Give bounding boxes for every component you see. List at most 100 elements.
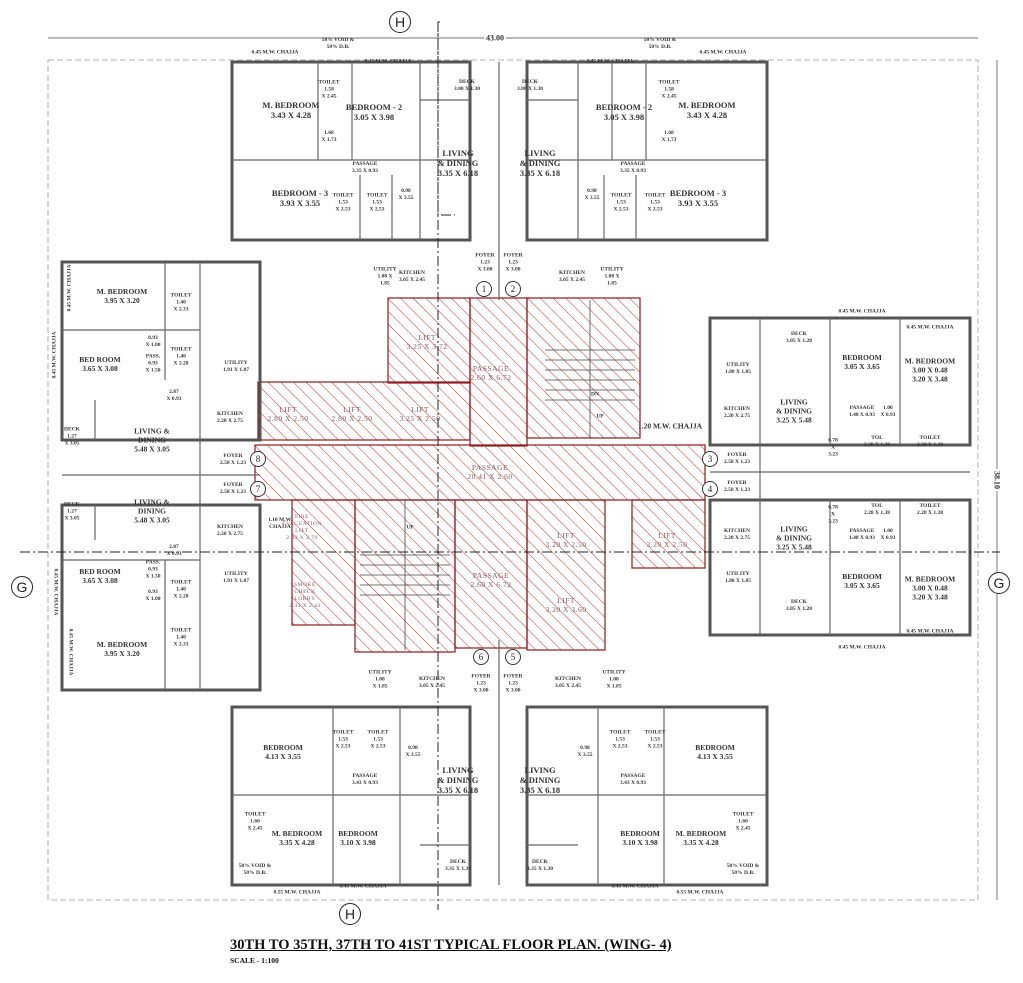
room-label-line: X 2.45	[247, 825, 263, 832]
room-label: 0.45 M.W. CHAJJA	[251, 50, 298, 57]
room-label: 0.45 M.W. CHAJJA	[67, 264, 74, 311]
room-label-line: X	[831, 444, 835, 451]
room-label-line: DECK	[64, 501, 80, 508]
room-label-line: 1.23	[508, 259, 518, 266]
room-label-line: 1.48 X 0.93	[849, 412, 875, 418]
room-label-line: 1.85	[380, 280, 390, 287]
room-label-line: X 2.28	[173, 593, 189, 600]
room-label-line: 50% D.B.	[243, 870, 267, 876]
room-label: 0.45 M.W. CHAJJA	[52, 568, 59, 615]
room-label-line: 3.35 X 0.93	[352, 168, 378, 174]
room-label-line: SMOKE	[294, 582, 316, 588]
room-label-line: 2.28 X 1.38	[864, 510, 890, 516]
room-label-line: 0.55 M.W. CHAJJA	[273, 889, 321, 896]
room-label-line: TOILET	[318, 79, 340, 86]
room-label-line: DECK	[791, 331, 807, 337]
room-label-line: DINING	[138, 506, 166, 516]
room-label-line: TOILET	[367, 729, 389, 736]
unit-number-3: 3	[702, 451, 718, 467]
room-label-line: 2.43 X 2.43	[289, 603, 321, 609]
room-label-line: KITCHEN	[559, 270, 585, 276]
room-label-line: 0.45 M.W. CHAJJA	[586, 58, 634, 65]
room-label-line: & DINING	[775, 406, 813, 416]
unit-number-2: 2	[505, 281, 521, 297]
room-label-line: 3.35 X 1.30	[527, 866, 553, 872]
room-label-line: PASSAGE	[620, 161, 646, 167]
room-label-line: 50% VOID &	[321, 37, 355, 43]
room-label: DN	[591, 392, 599, 399]
room-label-line: X 3.00	[505, 266, 521, 273]
room-label-line: BEDROOM - 3	[271, 188, 329, 198]
room-label-line: FOYER	[727, 480, 747, 486]
room-label-line: 3.05 X 2.45	[555, 683, 581, 689]
room-label-line: 3.35 X 6.18	[437, 168, 479, 178]
room-label-line: 3.35 X 4.28	[279, 838, 315, 847]
room-label-line: TOILET	[170, 579, 192, 586]
room-label-line: TOILET	[919, 503, 941, 509]
room-label: 0.45 M.W. CHAJJA	[67, 628, 74, 675]
room-label-line: X 3.00	[473, 687, 489, 694]
room-label-line: 1.40	[176, 299, 186, 306]
room-label-line: 3.05 X 2.45	[399, 277, 425, 283]
room-label-line: X 1.00	[145, 342, 161, 348]
room-label-line: 3.00 X 1.30	[517, 86, 543, 92]
room-label-line: 3.35 X 6.18	[519, 168, 561, 178]
room-label-line: BEDROOM	[338, 829, 378, 838]
room-label-line: & DINING	[437, 158, 479, 168]
room-label-line: X 3.55	[584, 195, 600, 201]
room-label-line: TOILET	[332, 729, 354, 736]
room-label-line: 1.80 X 1.05	[725, 369, 751, 375]
overall-width-dimension: 43.00	[484, 33, 506, 43]
interior-partitions	[62, 62, 970, 885]
room-label-line: DECK	[64, 426, 80, 433]
room-label-line: 0.45 M.W. CHAJJA	[66, 264, 73, 312]
room-label-line: M. BEDROOM	[271, 829, 323, 838]
room-label-line: 1.91 X 1.07	[223, 367, 249, 373]
room-label-line: TOILET	[244, 811, 266, 818]
room-label-line: LIFT	[411, 405, 429, 414]
room-label-line: 0.45 M.W. CHAJJA	[699, 49, 747, 56]
room-label-line: BED ROOM	[79, 567, 121, 576]
room-label: 0.55 M.W. CHAJJA	[273, 890, 320, 897]
room-label-line: 2.20 X 2.75	[217, 531, 243, 537]
room-label-line: 3.23	[828, 451, 838, 458]
room-label-line: LIVING	[780, 397, 808, 407]
room-label-line: DECK	[791, 599, 807, 605]
room-label-line: 3.00 X 0.48	[912, 583, 948, 593]
room-label: 0.45 M.W. CHAJJA	[838, 309, 885, 316]
room-label-line: X 2.33	[173, 306, 189, 313]
room-label-line: 3.20 X 2.50	[646, 540, 688, 549]
room-label-line: 3.65 X 3.08	[82, 364, 118, 373]
room-label-line: X 1.85	[606, 683, 622, 690]
